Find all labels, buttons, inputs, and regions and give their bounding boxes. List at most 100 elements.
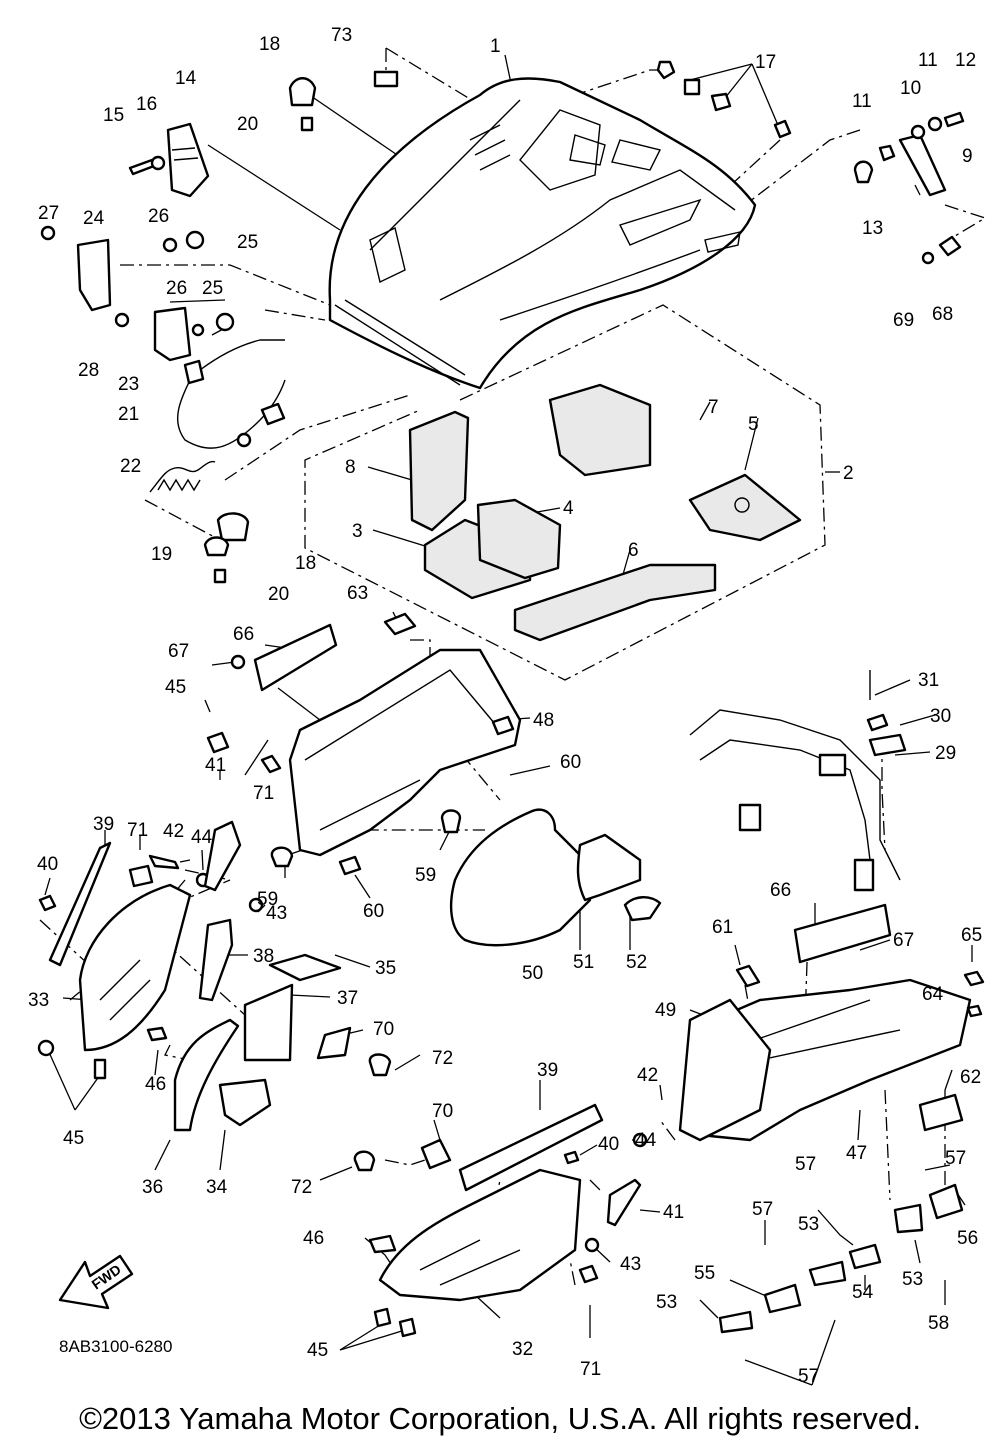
callout-50: 50 <box>522 963 543 984</box>
callout-58: 58 <box>928 1313 949 1334</box>
callout-8: 8 <box>345 457 356 478</box>
callout-10: 10 <box>900 78 921 99</box>
callout-38: 38 <box>253 946 274 967</box>
callout-46a: 46 <box>145 1074 166 1095</box>
insulation-set <box>408 383 802 642</box>
callout-43a: 43 <box>266 903 287 924</box>
callout-25a: 25 <box>237 232 258 253</box>
callout-14: 14 <box>175 68 197 89</box>
callout-48: 48 <box>533 710 554 731</box>
callout-30: 30 <box>930 706 951 727</box>
callout-26a: 26 <box>148 206 169 227</box>
copyright-notice: ©2013 Yamaha Motor Corporation, U.S.A. A… <box>79 1401 921 1436</box>
callout-73: 73 <box>331 25 352 46</box>
callout-18b: 18 <box>295 553 316 574</box>
callout-71b: 71 <box>127 820 148 841</box>
callout-39b: 39 <box>537 1060 558 1081</box>
callout-70a: 70 <box>373 1019 394 1040</box>
callout-53c: 53 <box>656 1292 677 1313</box>
callout-3: 3 <box>352 521 363 542</box>
right-side-panel-lower <box>353 1103 648 1338</box>
callout-29: 29 <box>935 743 956 764</box>
callout-24: 24 <box>83 208 105 229</box>
callout-27: 27 <box>38 203 59 224</box>
callout-2: 2 <box>843 463 854 484</box>
callout-64: 64 <box>922 984 944 1005</box>
callout-67b: 67 <box>893 930 914 951</box>
callout-46b: 46 <box>303 1228 324 1249</box>
callout-60b: 60 <box>363 901 384 922</box>
callout-56: 56 <box>957 1228 978 1249</box>
callout-6: 6 <box>628 540 639 561</box>
callout-34: 34 <box>206 1177 228 1198</box>
callout-42a: 42 <box>163 821 184 842</box>
callout-45b: 45 <box>63 1128 84 1149</box>
callout-25b: 25 <box>202 278 223 299</box>
callout-61: 61 <box>712 917 733 938</box>
callout-18a: 18 <box>259 34 280 55</box>
callout-1: 1 <box>490 36 501 57</box>
fwd-arrow <box>58 1254 134 1310</box>
callout-33: 33 <box>28 990 49 1011</box>
callout-66a: 66 <box>233 624 254 645</box>
callout-52: 52 <box>626 952 647 973</box>
callout-16: 16 <box>136 94 157 115</box>
callout-71c: 71 <box>580 1359 601 1380</box>
callout-5: 5 <box>748 414 759 435</box>
left-side-panel-frame <box>206 612 522 876</box>
right-side-frame-bracket <box>689 670 907 892</box>
callout-49: 49 <box>655 1000 676 1021</box>
callout-66b: 66 <box>770 880 791 901</box>
callout-35: 35 <box>375 958 396 979</box>
callout-62: 62 <box>960 1067 981 1088</box>
callout-26b: 26 <box>166 278 187 299</box>
callout-41a: 41 <box>205 755 226 776</box>
callout-11a: 11 <box>918 50 938 71</box>
callout-15: 15 <box>103 105 124 126</box>
callout-labels: 1 2 3 4 5 6 7 8 9 10 11 11 12 13 14 15 1… <box>28 25 982 1387</box>
drawing-code: 8AB3100-6280 <box>59 1337 172 1356</box>
callout-57a: 57 <box>945 1148 966 1169</box>
callout-54: 54 <box>852 1282 874 1303</box>
callout-57c: 57 <box>752 1199 773 1220</box>
callout-20a: 20 <box>237 114 258 135</box>
callout-67a: 67 <box>168 641 189 662</box>
callout-43b: 43 <box>620 1254 641 1275</box>
callout-45c: 45 <box>307 1340 328 1361</box>
callout-31: 31 <box>918 670 939 691</box>
callout-40a: 40 <box>37 854 58 875</box>
callout-11b: 11 <box>852 91 872 112</box>
callout-53b: 53 <box>902 1269 923 1290</box>
callout-72b: 72 <box>291 1177 312 1198</box>
callout-57d: 57 <box>798 1366 819 1387</box>
callout-59b: 59 <box>415 865 436 886</box>
callout-17: 17 <box>755 52 776 73</box>
hood-small-hardware <box>40 60 965 362</box>
callout-51: 51 <box>573 952 594 973</box>
callout-71a: 71 <box>253 783 274 804</box>
side-liners <box>449 808 662 947</box>
callout-36: 36 <box>142 1177 163 1198</box>
callout-44a: 44 <box>191 827 213 848</box>
callout-63: 63 <box>347 583 368 604</box>
callout-45a: 45 <box>165 677 186 698</box>
callout-7: 7 <box>708 397 719 418</box>
callout-69: 69 <box>893 310 914 331</box>
callout-57b: 57 <box>795 1154 816 1175</box>
right-side-panel-parts <box>678 903 985 1334</box>
callout-65: 65 <box>961 925 982 946</box>
callout-70b: 70 <box>432 1101 453 1122</box>
callout-13: 13 <box>862 218 883 239</box>
callout-32: 32 <box>512 1339 533 1360</box>
callout-59a: 59 <box>257 889 278 910</box>
callout-23: 23 <box>118 374 139 395</box>
callout-9: 9 <box>962 146 973 167</box>
callout-60a: 60 <box>560 752 581 773</box>
callout-72a: 72 <box>432 1048 453 1069</box>
release-cable-and-spring <box>149 339 286 584</box>
callout-44b: 44 <box>635 1130 657 1151</box>
callout-68: 68 <box>932 304 953 325</box>
callout-40b: 40 <box>598 1134 619 1155</box>
callout-53a: 53 <box>798 1214 819 1235</box>
